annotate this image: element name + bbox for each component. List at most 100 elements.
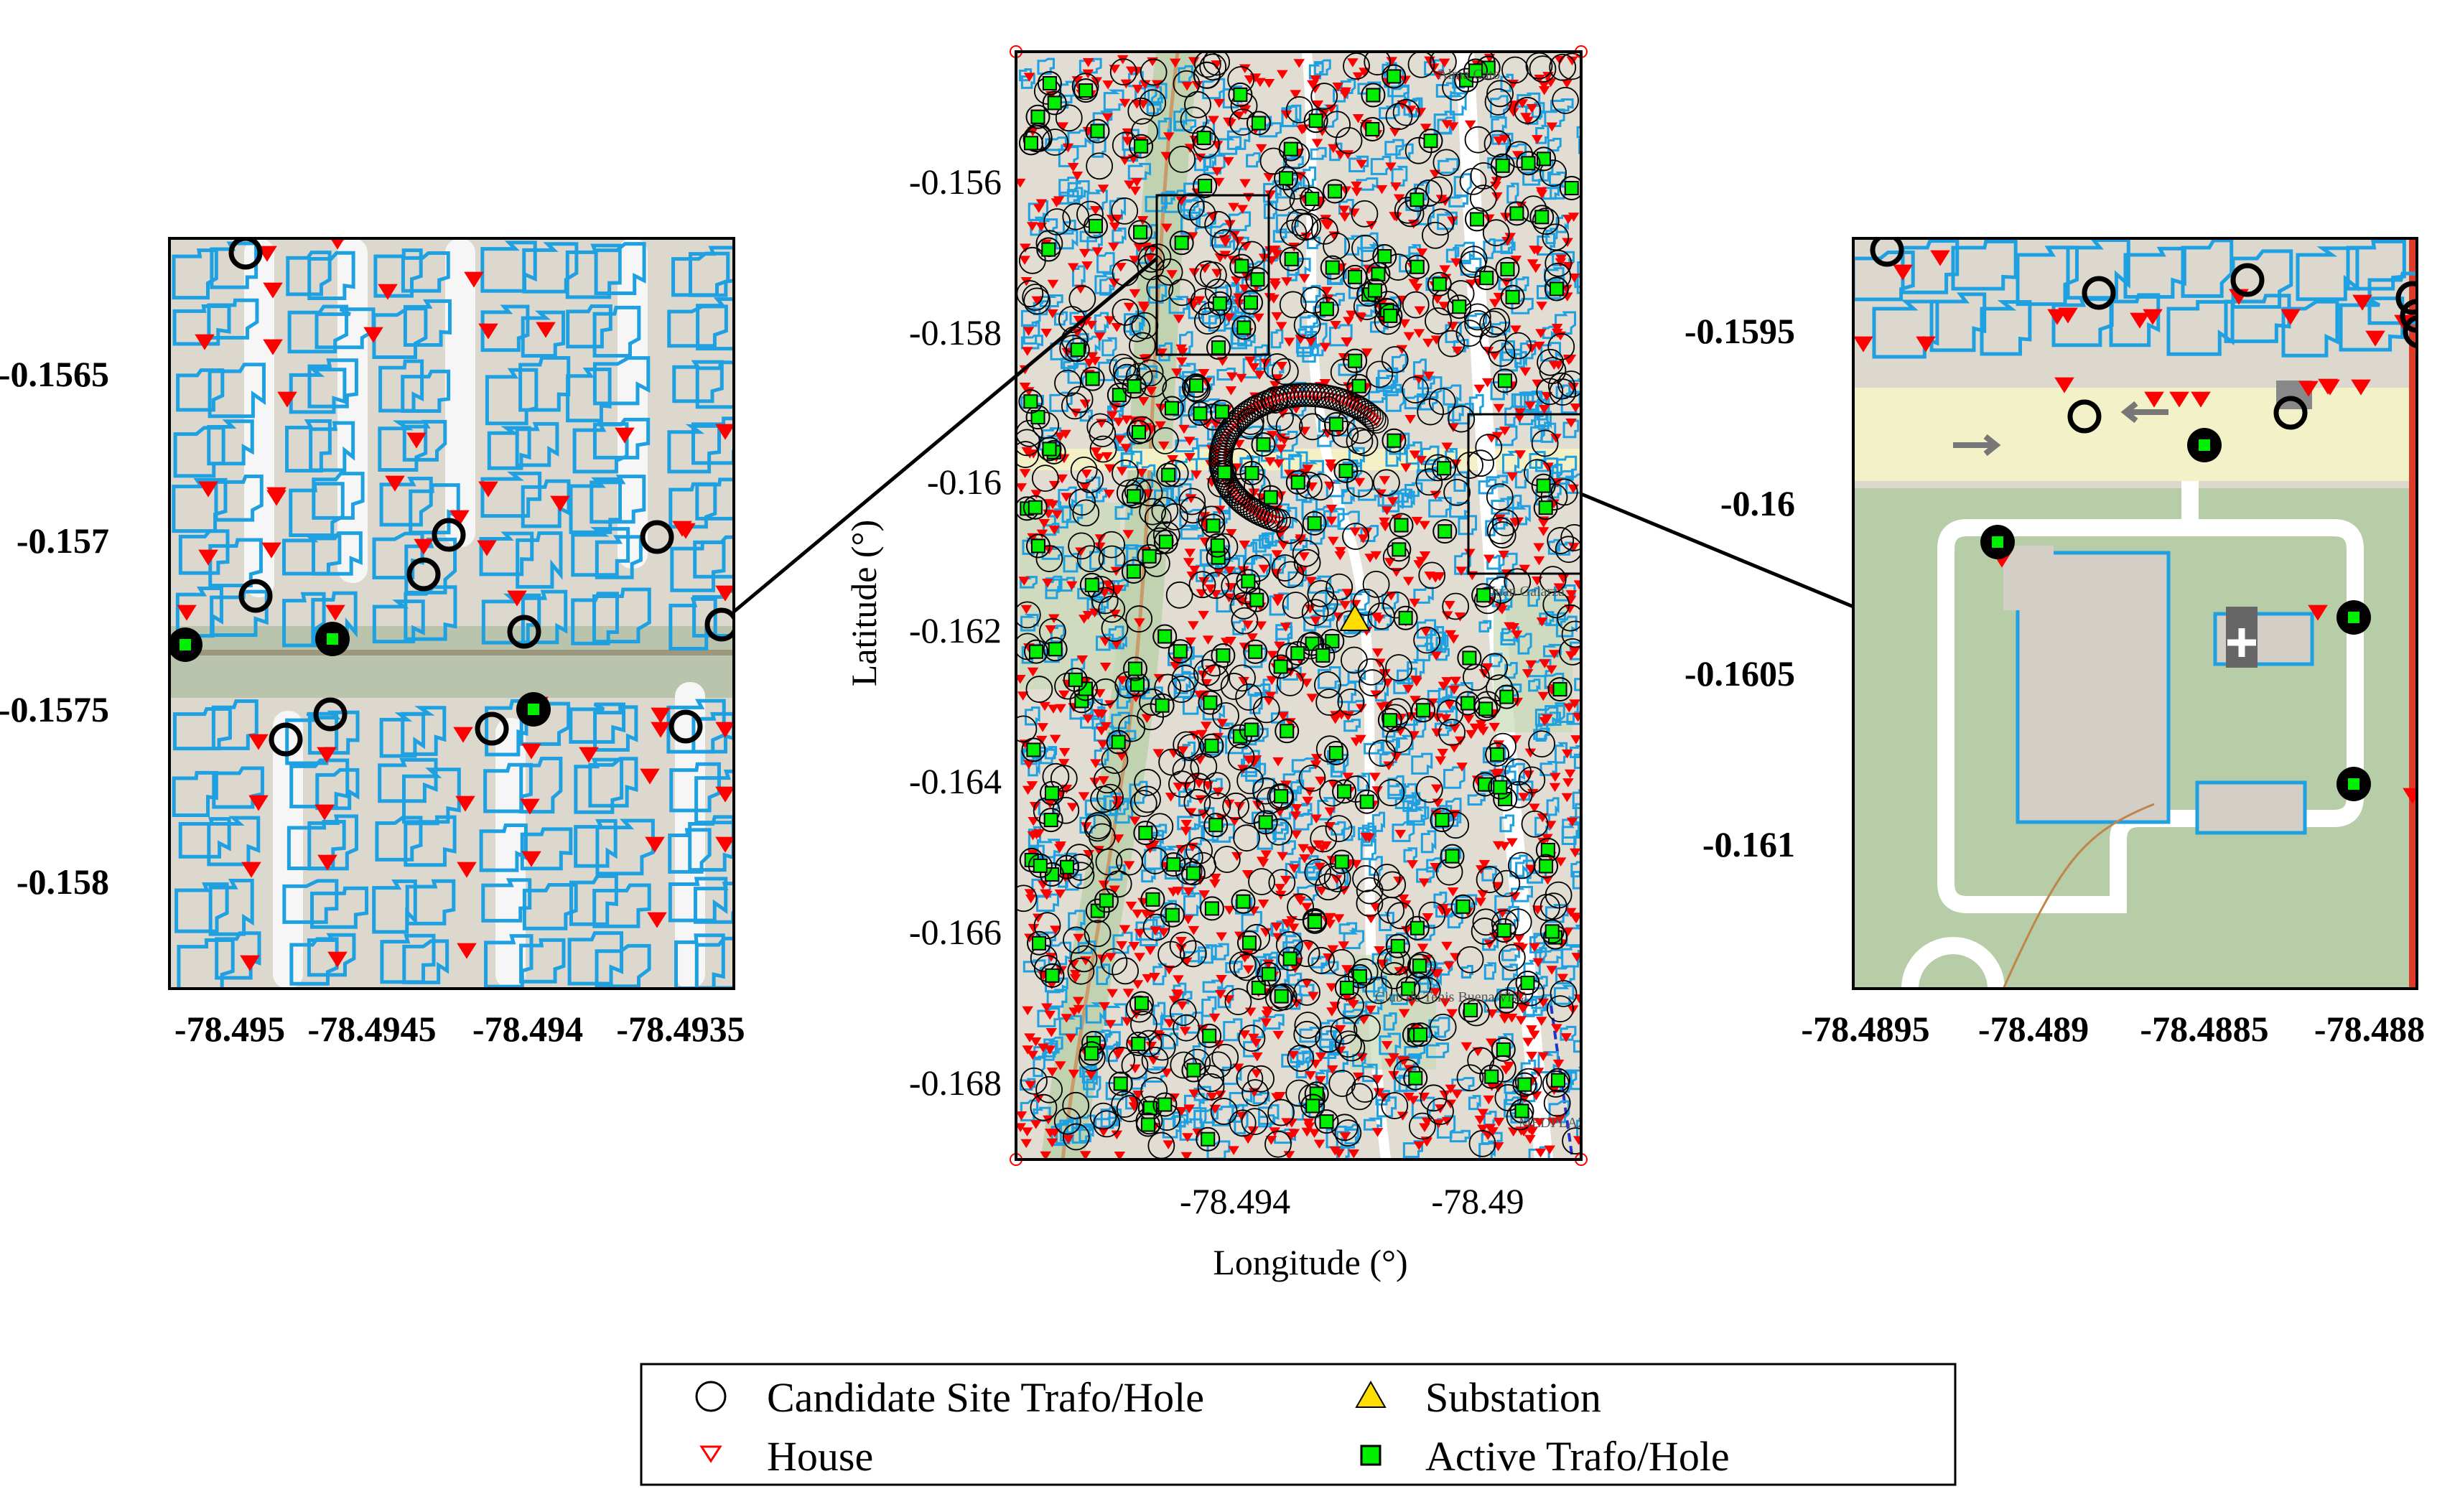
left-zoom-box [1155,194,1270,356]
house-marker [1526,1025,1537,1035]
house-marker [1474,1115,1486,1125]
legend-house-label: House [767,1433,873,1480]
house-marker [1232,1063,1244,1073]
candidate-site-marker [1422,221,1449,249]
house-marker [2130,312,2150,329]
building-outline [485,368,539,426]
building-outline [207,419,254,466]
candidate-site-marker [1402,376,1429,403]
candidate-site-marker [1129,790,1157,818]
house-marker [1288,864,1300,874]
building-outline [1157,117,1172,140]
candidate-site-marker [1427,208,1455,236]
active-trafo-ring [1169,230,1194,256]
active-trafo-marker [1032,935,1047,951]
active-trafo-marker [1282,951,1297,966]
candidate-site-marker [1140,58,1168,86]
house-marker [1115,263,1127,272]
active-trafo-ring [1285,470,1310,495]
candidate-site-marker [432,518,466,552]
building-outline [1517,633,1532,655]
center-x-tick: -78.494 [1180,1181,1290,1221]
house-marker [1049,1128,1061,1138]
candidate-site-marker [1243,396,1268,420]
active-trafo-ring [1464,207,1489,232]
house-marker [1420,123,1432,133]
house-marker [1040,328,1053,338]
active-trafo-marker [1462,650,1477,666]
house-marker [1351,187,1363,197]
house-marker [1326,1065,1338,1075]
active-trafo-ring [1197,1023,1222,1048]
house-marker [1541,714,1553,724]
house-marker [1295,673,1307,683]
house-marker [1081,470,1092,479]
house-marker [1325,516,1338,526]
building-outline [1369,856,1383,877]
house-marker [1499,841,1510,851]
building-outline [1426,1042,1450,1058]
house-marker [1102,80,1114,90]
house-marker [1131,177,1143,187]
active-trafo-ring [1159,396,1184,421]
house-marker [1096,726,1107,736]
building-outline [1511,297,1534,314]
candidate-site-marker [1351,234,1379,262]
active-trafo-ring [1488,775,1513,800]
house-marker [1403,332,1415,342]
building-outline [1445,246,1460,263]
center-map: Alma Cato Juan Galarza Club de Tenis Bue… [844,45,1588,1282]
building-outline [1404,482,1423,498]
house-marker [1277,70,1288,80]
active-trafo-ring [1278,136,1303,162]
house-marker [248,795,269,811]
building-outline [1020,1099,1039,1121]
candidate-site-marker [1168,676,1196,704]
active-trafo-ring [1039,780,1064,806]
candidate-site-marker [1197,1073,1225,1101]
house-marker [1301,902,1313,913]
candidate-site-marker [1199,53,1227,81]
active-trafo-marker [1493,780,1508,795]
building-outline [667,424,722,474]
candidate-site-marker [1298,764,1326,792]
building-outline [1211,943,1229,961]
house-marker [1134,953,1145,962]
active-trafo-marker [1538,500,1553,515]
house-marker [1196,589,1208,599]
house-marker [1393,877,1404,886]
house-marker [1565,907,1577,918]
building-outline [520,827,573,871]
active-trafo-ring [1512,1072,1537,1097]
house-marker [1536,1017,1547,1026]
house-marker [1445,630,1457,640]
active-trafo-ring [1256,961,1281,986]
house-marker [1111,322,1123,332]
building-outline [567,931,624,986]
house-marker [1409,450,1421,459]
active-trafo-marker [1028,500,1043,515]
right-x-tick: -78.4895 [1801,1009,1929,1049]
house-marker [1158,441,1170,451]
building-outline [1045,578,1061,599]
building-outline [484,934,534,989]
building-outline [1114,504,1133,520]
building-outline [1467,793,1486,806]
active-trafo-ring [1300,187,1325,212]
house-marker [1308,991,1319,1002]
house-marker [1478,859,1491,869]
house-marker [1416,248,1428,258]
active-trafo-marker [1251,980,1266,995]
active-trafo-ring [1539,919,1565,944]
candidate-site-marker [1144,505,1172,532]
building-outline [2281,299,2339,358]
house-marker [1287,1050,1300,1060]
house-marker [1320,286,1333,296]
candidate-site-marker [1559,638,1581,666]
candidate-site-marker [1089,420,1117,447]
building-outline [1406,806,1430,826]
house-marker [1524,1134,1536,1144]
house-marker [1086,352,1099,362]
candidate-site-marker [1456,946,1484,974]
candidate-site-marker [1314,671,1341,699]
